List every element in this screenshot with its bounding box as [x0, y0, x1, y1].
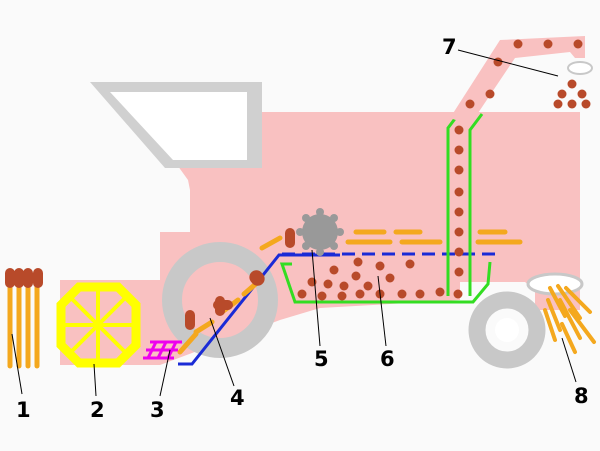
label-1: 1 — [16, 398, 31, 422]
straw-outlet — [526, 272, 584, 296]
label-4: 4 — [230, 386, 245, 410]
label-3: 3 — [150, 398, 165, 422]
chute-outlet — [567, 61, 593, 75]
chaff-stream — [345, 229, 523, 245]
label-7: 7 — [442, 35, 457, 59]
leader-lines — [11, 49, 577, 397]
rear-wheel — [468, 291, 546, 369]
cab-window — [110, 92, 247, 160]
elevator-frame-inner — [468, 113, 484, 296]
threshing-drum — [296, 208, 344, 256]
label-2: 2 — [90, 398, 105, 422]
label-5: 5 — [314, 347, 329, 371]
reel — [56, 282, 141, 368]
front-wheel — [162, 242, 278, 358]
label-8: 8 — [574, 384, 589, 408]
unloading-chute — [450, 36, 585, 125]
label-6: 6 — [380, 347, 395, 371]
straw-output — [543, 284, 596, 354]
rear-wheel-hub — [495, 318, 519, 342]
grain-kernels — [297, 39, 591, 301]
grain-stalks — [5, 268, 43, 369]
grain-heads-on-feeder — [185, 228, 295, 330]
sieve-frame — [279, 261, 492, 304]
